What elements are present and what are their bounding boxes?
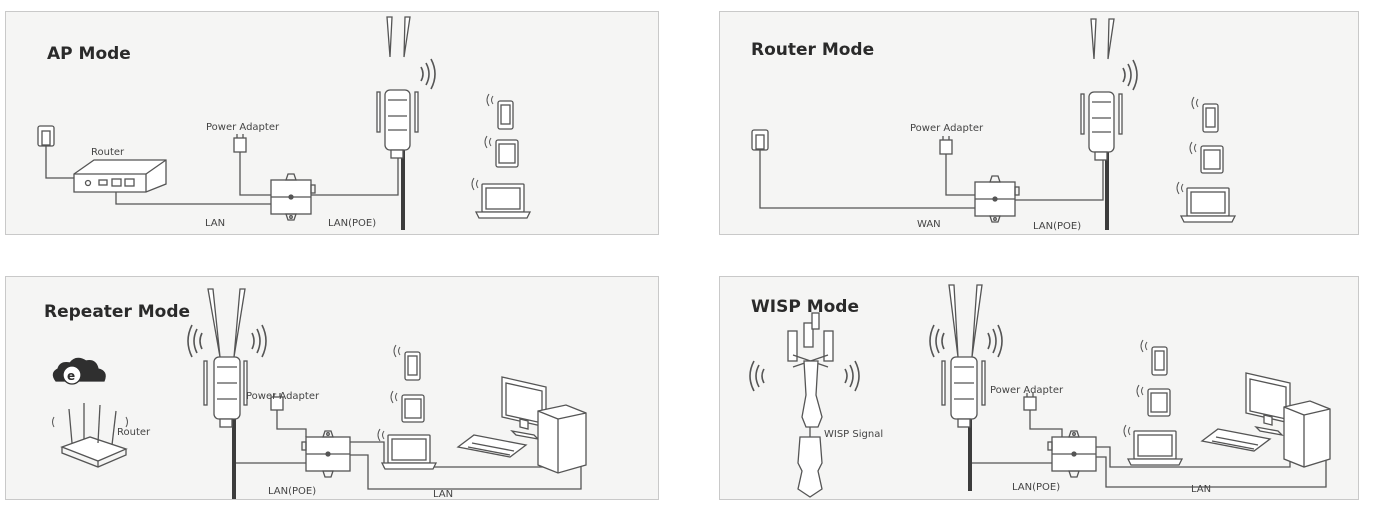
outdoor-antenna-icon bbox=[203, 288, 248, 428]
lan-poe-label: LAN(POE) bbox=[328, 218, 377, 229]
laptop-icon bbox=[1176, 181, 1237, 223]
cable-line bbox=[1096, 423, 1327, 488]
panel-title: WISP Mode bbox=[751, 297, 859, 317]
wall-outlet-icon bbox=[37, 125, 55, 152]
router-label: Router bbox=[117, 427, 151, 438]
outdoor-antenna-icon bbox=[941, 284, 986, 428]
router-icon bbox=[73, 159, 167, 193]
cable-line bbox=[969, 455, 1052, 464]
poe-injector-icon bbox=[301, 430, 351, 478]
router-icon bbox=[52, 403, 128, 468]
lan-label: LAN bbox=[205, 218, 226, 229]
wan-label: WAN bbox=[917, 219, 941, 230]
phone-icon bbox=[1191, 96, 1219, 133]
cable-line bbox=[115, 192, 271, 205]
poe-injector-icon bbox=[270, 173, 316, 221]
tablet-icon bbox=[1136, 384, 1171, 417]
lan-label: LAN bbox=[433, 489, 454, 500]
router-label: Router bbox=[91, 147, 125, 158]
power-adapter-icon bbox=[233, 134, 247, 153]
cable-line bbox=[311, 142, 399, 196]
router-mode-panel: Router Mode Power Adapter WAN LAN(POE) bbox=[719, 11, 1359, 235]
cable-line bbox=[945, 154, 975, 196]
wisp-tower-icon bbox=[787, 312, 834, 498]
lan-poe-label: LAN(POE) bbox=[1012, 482, 1061, 493]
tablet-icon bbox=[1189, 141, 1224, 174]
repeater-mode-panel: e bbox=[5, 276, 659, 500]
lan-poe-label: LAN(POE) bbox=[268, 486, 317, 497]
outdoor-antenna-icon bbox=[376, 16, 419, 159]
phone-icon bbox=[393, 344, 421, 381]
lan-label: LAN bbox=[1191, 484, 1212, 495]
poe-injector-icon bbox=[974, 175, 1020, 223]
phone-icon bbox=[486, 93, 514, 130]
power-adapter-icon bbox=[1023, 393, 1037, 411]
panel-title: Router Mode bbox=[751, 40, 875, 60]
cable-line bbox=[1029, 410, 1063, 437]
phone-icon bbox=[1140, 339, 1168, 376]
cable-line bbox=[45, 152, 74, 179]
cable-line bbox=[759, 154, 975, 209]
cable-line bbox=[350, 435, 582, 490]
wifi-signal-icon bbox=[420, 58, 436, 90]
power-adapter-label: Power Adapter bbox=[246, 391, 320, 402]
power-adapter-label: Power Adapter bbox=[990, 385, 1064, 396]
cable-line bbox=[234, 455, 306, 464]
ap-mode-panel: AP Mode Router Power Adapter LAN LAN(POE… bbox=[5, 11, 659, 235]
wisp-mode-panel: WISP Mode WISP Signal Power Adapter LAN(… bbox=[719, 276, 1359, 500]
power-adapter-label: Power Adapter bbox=[206, 122, 280, 133]
power-adapter-icon bbox=[270, 393, 284, 411]
power-adapter-icon bbox=[939, 136, 953, 155]
outdoor-antenna-icon bbox=[1080, 18, 1123, 161]
cable-line bbox=[1015, 144, 1104, 201]
wifi-signal-icon bbox=[749, 360, 860, 392]
wall-outlet-icon bbox=[751, 129, 769, 154]
desktop-computer-icon bbox=[456, 376, 587, 474]
panel-title: AP Mode bbox=[47, 44, 131, 64]
power-adapter-label: Power Adapter bbox=[910, 123, 984, 134]
tablet-icon bbox=[484, 135, 519, 168]
cable-line bbox=[276, 410, 307, 437]
svg-text:e: e bbox=[67, 369, 75, 383]
laptop-icon bbox=[471, 177, 532, 219]
laptop-icon bbox=[1123, 424, 1184, 466]
desktop-computer-icon bbox=[1200, 372, 1331, 468]
cable-line bbox=[239, 152, 271, 196]
poe-injector-icon bbox=[1047, 430, 1097, 478]
panel-title: Repeater Mode bbox=[44, 302, 191, 322]
wifi-signal-icon bbox=[1122, 59, 1138, 91]
tablet-icon bbox=[390, 390, 425, 423]
wifi-signal-icon bbox=[187, 324, 267, 358]
internet-cloud-icon: e bbox=[52, 357, 106, 385]
wisp-signal-label: WISP Signal bbox=[824, 429, 884, 440]
lan-poe-label: LAN(POE) bbox=[1033, 221, 1082, 232]
wifi-signal-icon bbox=[929, 324, 1003, 358]
laptop-icon bbox=[377, 428, 438, 470]
